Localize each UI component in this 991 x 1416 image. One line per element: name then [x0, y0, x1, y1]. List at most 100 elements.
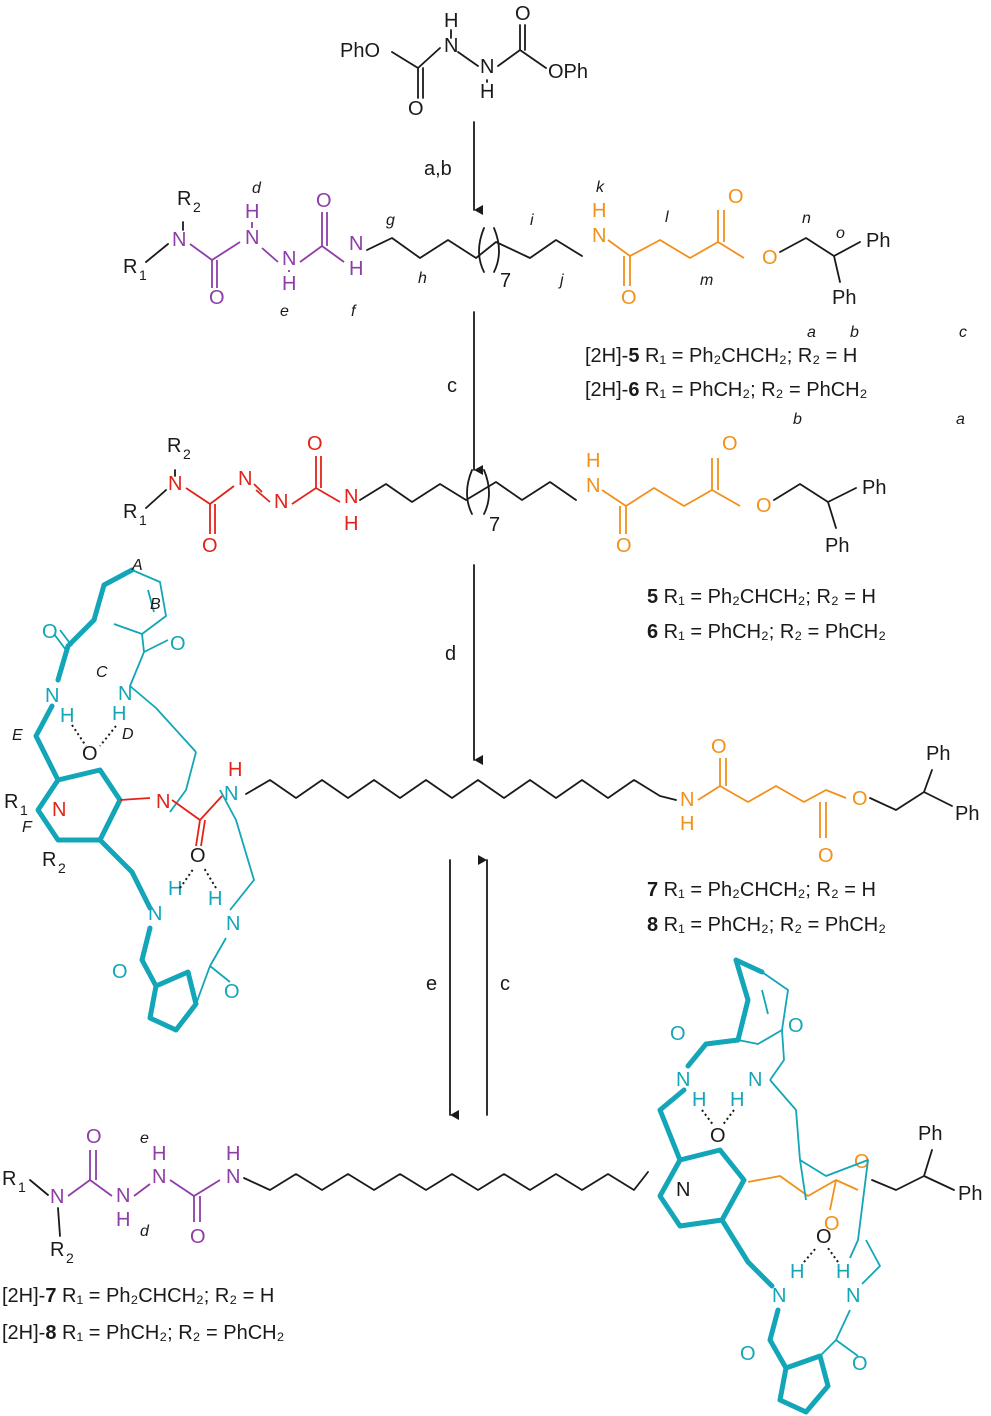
macro-o-bottom-left: O	[112, 961, 128, 983]
p4-r2: R	[50, 1239, 64, 1261]
macro2-o-core-bottom: O	[816, 1226, 832, 1248]
p3-n-amide: N	[680, 789, 694, 811]
label-b-2: b	[793, 411, 802, 428]
hydrazide-precursor: R 1 R 2 N H N N H O O N H 7 N H O O O Ph…	[123, 179, 890, 320]
caption-8: 8 R₁ = PhCH₂; R₂ = PhCH₂	[647, 914, 886, 936]
macro-h-top-right: H	[112, 703, 126, 725]
label-b-1: b	[850, 324, 859, 341]
macro2-o-bottom-left: O	[740, 1343, 756, 1365]
macro-h-bottom-right: H	[208, 888, 222, 910]
label-c: c	[959, 324, 967, 341]
caption-6: 6 R₁ = PhCH₂; R₂ = PhCH₂	[647, 621, 886, 643]
label-e-2: e	[140, 1130, 149, 1147]
step-c2: c	[500, 973, 510, 995]
macro2-o-top-right: O	[788, 1015, 804, 1037]
p4-ph1: Ph	[918, 1123, 942, 1145]
p1-succinyl-bonds	[607, 210, 745, 286]
macro-h-top-left: H	[60, 705, 74, 727]
reagent-h-top: H	[444, 10, 458, 32]
label-g: g	[386, 212, 395, 229]
macro-o-bottom-core: O	[190, 845, 206, 867]
p4-n-pyr: N	[676, 1179, 690, 1201]
label-e: e	[280, 303, 289, 320]
macro2-n-top-right: N	[748, 1069, 762, 1091]
step-d: d	[445, 643, 456, 665]
macro2-n-bottom-left: N	[772, 1285, 786, 1307]
macro-n-top-left: N	[45, 685, 59, 707]
p4-h-d: H	[116, 1209, 130, 1231]
p3-succinyl-bonds	[697, 758, 847, 838]
reagent-o-left: O	[408, 98, 424, 120]
macro-top-ring-bold	[91, 567, 135, 623]
ring-label-d: D	[122, 726, 134, 743]
step-c1: c	[447, 375, 457, 397]
p2-chain	[359, 481, 577, 503]
p4-chain	[243, 1171, 649, 1191]
p4-o2: O	[190, 1226, 206, 1248]
macro2-o-bottom-right: O	[852, 1353, 868, 1375]
macro-n-bottom-left: N	[148, 903, 162, 925]
p4-r1: R	[2, 1168, 16, 1190]
macro2-n-top-left: N	[676, 1069, 690, 1091]
arrows: a,b c d e c	[424, 121, 510, 1120]
hydrazide-thread-7-8: R 1 R 2 N N H H N O O N H e d	[2, 1126, 649, 1266]
macro-n-top-right: N	[118, 683, 132, 705]
reagent-pho: PhO	[340, 40, 380, 62]
p2-h4: H	[344, 513, 358, 535]
shuttled-macrocycle: O O N H N H O N O O Ph Ph O H N H N O O	[657, 957, 982, 1415]
p2-n4: N	[344, 486, 358, 508]
p2-n3: N	[274, 491, 288, 513]
starting-reagent: PhO OPh H N N H O O	[340, 3, 588, 120]
p1-n-e: N	[282, 248, 296, 270]
caption-h5-h6: a b c [2H]-5 R₁ = Ph₂CHCH₂; R₂ = H [2H]-…	[585, 324, 967, 428]
p4-h-e: H	[152, 1143, 166, 1165]
caption-7-8: 7 R₁ = Ph₂CHCH₂; R₂ = H 8 R₁ = PhCH₂; R₂…	[647, 879, 886, 936]
ring-label-c: C	[96, 664, 108, 681]
caption-5: 5 R₁ = Ph₂CHCH₂; R₂ = H	[647, 586, 876, 608]
label-n: n	[802, 210, 811, 227]
p3-r1: R	[4, 791, 18, 813]
label-f: f	[351, 303, 357, 320]
p2-azo-bonds	[185, 456, 341, 534]
caption-h5: [2H]-5 R₁ = Ph₂CHCH₂; R₂ = H	[585, 345, 857, 367]
reagent-o-right: O	[515, 3, 531, 25]
p3-o-ester-link: O	[852, 788, 868, 810]
label-d: d	[252, 180, 262, 197]
p3-ph2: Ph	[955, 803, 979, 825]
p1-o1: O	[209, 287, 225, 309]
macro-o-top-right: O	[170, 633, 186, 655]
p1-r2: R	[177, 188, 191, 210]
p4-n-e: N	[152, 1166, 166, 1188]
p2-o1: O	[202, 535, 218, 557]
p3-r1-sub: 1	[20, 802, 28, 818]
p1-o5: O	[762, 247, 778, 269]
macro2-o-core-top: O	[710, 1125, 726, 1147]
rotaxane-7-8: O O N H N H O N O N H N H O O N H N O R …	[4, 557, 979, 1033]
p1-n-d: N	[245, 227, 259, 249]
p2-r1: R	[123, 501, 137, 523]
macro2-o-top-left: O	[670, 1023, 686, 1045]
p3-ph1: Ph	[926, 743, 950, 765]
p2-r1-sub: 1	[139, 512, 147, 528]
macro-o-top-left: O	[42, 621, 58, 643]
label-j: j	[558, 272, 564, 289]
caption-h8: [2H]-8 R₁ = PhCH₂; R₂ = PhCH₂	[2, 1322, 284, 1344]
ring-label-e: E	[12, 727, 23, 744]
label-i: i	[530, 212, 534, 229]
p1-r2-sub: 2	[193, 199, 201, 215]
reagent-n-right: N	[480, 56, 494, 78]
p2-ph1: Ph	[862, 477, 886, 499]
p4-n1: N	[50, 1186, 64, 1208]
macro-o-bottom-right: O	[224, 981, 240, 1003]
p1-ph2: Ph	[832, 287, 856, 309]
p3-o-amide: O	[711, 736, 727, 758]
p2-o4: O	[722, 433, 738, 455]
label-h: h	[418, 270, 427, 287]
reagent-bonds	[391, 24, 547, 99]
macro-pyridine-bold	[35, 767, 123, 843]
p4-r2-sub: 2	[66, 1250, 74, 1266]
p3-o-ester: O	[818, 845, 834, 867]
p1-r1-sub: 1	[139, 267, 147, 283]
reagent-oph: OPh	[548, 61, 588, 83]
